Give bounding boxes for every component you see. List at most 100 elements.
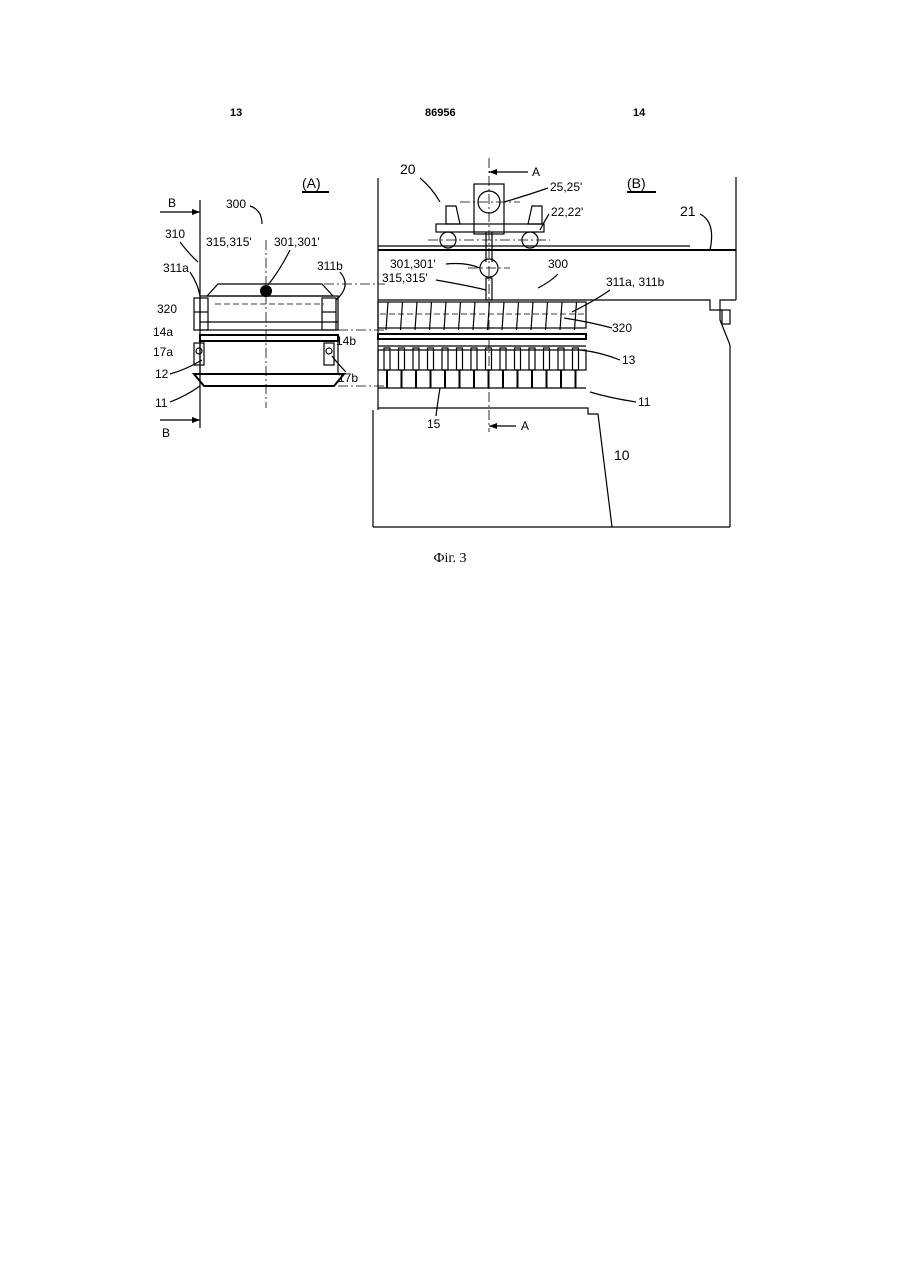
lower-beam-12	[200, 341, 338, 374]
label-310: 310	[165, 227, 185, 241]
label-a-top: A	[532, 165, 540, 179]
support-plate-320	[200, 335, 338, 341]
label-12: 12	[155, 367, 169, 381]
leader-15	[436, 388, 440, 416]
clamp-jaw	[529, 348, 535, 370]
leader-311a	[190, 272, 200, 296]
label-a-bottom: A	[521, 419, 529, 433]
clamp-jaw	[500, 348, 506, 370]
frame-bracket	[722, 310, 730, 324]
leader-301-b	[446, 264, 480, 269]
clamp-jaw	[544, 348, 550, 370]
label-17b: 17b	[338, 371, 358, 385]
label-10: 10	[614, 447, 630, 463]
label-14b: 14b	[336, 334, 356, 348]
carriage-bracket-right	[528, 206, 542, 224]
clamp-jaw	[413, 348, 419, 370]
clamp-bar-311	[378, 302, 586, 328]
section-arrowhead-a-top	[489, 169, 497, 175]
view-b-title: (B)	[627, 175, 646, 191]
beam-13	[378, 350, 586, 370]
base-11	[194, 374, 344, 386]
technical-drawing: (A) B B 30	[0, 0, 900, 545]
label-21: 21	[680, 203, 696, 219]
leader-311-b	[572, 290, 610, 312]
leader-11-a	[170, 386, 200, 402]
leader-25	[504, 188, 548, 202]
clamp-upper-pin	[473, 302, 475, 330]
side-block-311a	[194, 298, 208, 330]
side-block-311b	[322, 298, 336, 330]
label-301-b: 301,301'	[390, 257, 436, 271]
section-arrowhead-b-top	[192, 209, 200, 215]
label-11-a: 11	[155, 396, 168, 410]
clamp-upper-pin	[560, 302, 562, 330]
label-301-a: 301,301'	[274, 235, 320, 249]
clamp-upper-pin	[531, 302, 533, 330]
clamp-jaw	[471, 348, 477, 370]
clamp-upper-pin	[546, 302, 548, 330]
clamp-teeth-group	[384, 302, 579, 388]
leader-310	[180, 242, 198, 262]
carriage-bracket-left	[446, 206, 460, 224]
view-a-title: (A)	[302, 175, 321, 191]
leader-300-b	[538, 274, 558, 288]
clamp-upper-pin	[575, 302, 577, 330]
figure-caption: Фіг. 3	[0, 551, 900, 567]
view-b: (B)	[373, 158, 736, 527]
label-300-b: 300	[548, 257, 568, 271]
label-14a: 14a	[153, 325, 173, 339]
label-b-top: B	[168, 196, 176, 210]
roller-17b	[326, 348, 332, 354]
clamp-jaw	[384, 348, 390, 370]
label-b-bottom: B	[162, 426, 170, 440]
clamp-jaw	[399, 348, 405, 370]
label-311a: 311a	[163, 261, 189, 275]
clamp-jaw	[573, 348, 579, 370]
clamp-upper-pin	[459, 302, 461, 330]
label-320-b: 320	[612, 321, 632, 335]
clamp-upper-pin	[386, 302, 388, 330]
label-320-a: 320	[157, 302, 177, 316]
label-315-b: 315,315'	[382, 271, 428, 285]
clamp-jaw	[457, 348, 463, 370]
rotary-axis-301	[260, 285, 272, 297]
label-311-b: 311a, 311b	[606, 275, 665, 289]
clamp-upper-pin	[430, 302, 432, 330]
section-arrowhead-b-bottom	[192, 417, 200, 423]
leader-11-b	[590, 392, 636, 402]
label-13: 13	[622, 353, 636, 367]
label-311b: 311b	[317, 259, 343, 273]
clamp-jaw	[558, 348, 564, 370]
clamp-body-310	[200, 296, 338, 330]
support-plate-320-b	[378, 334, 586, 339]
leader-12	[170, 360, 202, 374]
label-15: 15	[427, 417, 441, 431]
view-a: (A) B B 30	[153, 175, 385, 440]
label-17a: 17a	[153, 345, 173, 359]
clamp-jaw	[428, 348, 434, 370]
leader-21	[700, 214, 712, 250]
clamp-upper-pin	[502, 302, 504, 330]
clamp-jaw	[515, 348, 521, 370]
leader-300-a	[250, 206, 262, 224]
clamp-upper-pin	[444, 302, 446, 330]
label-22: 22,22'	[551, 205, 583, 219]
label-25: 25,25'	[550, 180, 582, 194]
leader-20	[420, 178, 440, 202]
carriage-plate-22	[436, 224, 544, 232]
clamp-jaw	[442, 348, 448, 370]
leader-301-a	[268, 250, 290, 285]
label-20: 20	[400, 161, 416, 177]
clamp-upper-pin	[517, 302, 519, 330]
leader-320-b	[564, 318, 612, 328]
section-arrowhead-a-bottom	[489, 423, 497, 429]
roller-17a	[196, 348, 202, 354]
clamp-upper-pin	[415, 302, 417, 330]
label-300-a: 300	[226, 197, 246, 211]
label-315: 315,315'	[206, 235, 252, 249]
leader-315-b	[436, 280, 486, 290]
clamp-upper-pin	[401, 302, 403, 330]
clamp-jaw	[486, 348, 492, 370]
label-11-b: 11	[638, 395, 651, 409]
